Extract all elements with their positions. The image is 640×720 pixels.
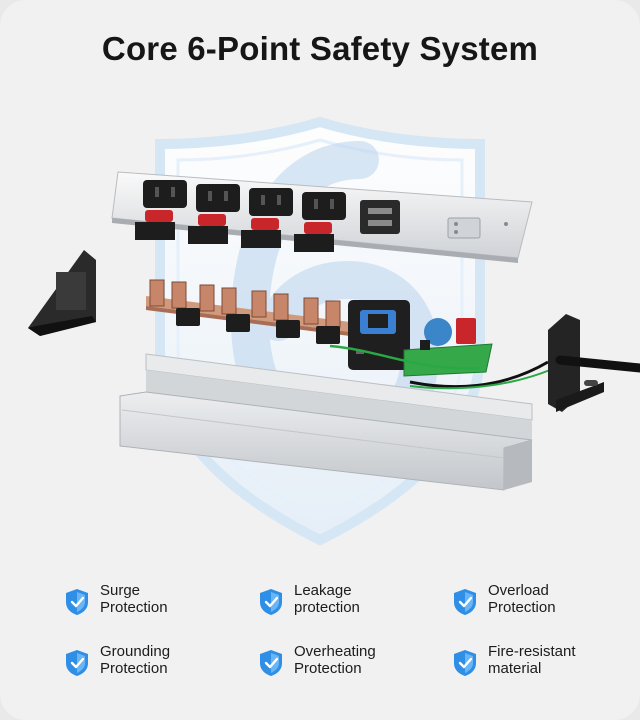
shield-check-icon	[260, 650, 282, 676]
shield-check-icon	[260, 589, 282, 615]
outlet-3	[241, 188, 293, 248]
circuit-board	[329, 318, 551, 390]
feature-label-line2: protection	[294, 599, 360, 616]
feature-label-line2: Protection	[294, 660, 362, 677]
feature-label-line2: Protection	[100, 660, 168, 677]
shield-check-icon	[454, 650, 476, 676]
indicator-panel	[447, 217, 508, 239]
right-end-cap	[548, 314, 640, 412]
feature-label-line1: Overload	[488, 582, 549, 599]
feature-label-line2: Protection	[488, 599, 556, 616]
usb-port	[360, 200, 400, 234]
shield-check-icon	[66, 650, 88, 676]
exploded-power-strip-illustration	[28, 116, 640, 546]
feature-label-line2: Protection	[100, 599, 168, 616]
shield-check-icon	[66, 589, 88, 615]
feature-label-line1: Fire-resistant	[488, 643, 576, 660]
outlet-4	[294, 192, 346, 252]
left-end-cap	[28, 250, 96, 336]
feature-label-line1: Overheating	[294, 643, 376, 660]
feature-label-line1: Grounding	[100, 643, 171, 660]
feature-label-line1: Surge	[100, 582, 141, 599]
outlet-group	[135, 180, 508, 252]
feature-label-line1: Leakage	[294, 582, 352, 599]
outlet-2	[188, 184, 240, 244]
page-title: Core 6-Point Safety System	[101, 30, 539, 67]
outlet-1	[135, 180, 187, 240]
shield-check-icon	[454, 589, 476, 615]
feature-label-line2: material	[488, 660, 542, 677]
copper-busbar	[146, 279, 350, 344]
aluminium-housing	[119, 353, 533, 491]
